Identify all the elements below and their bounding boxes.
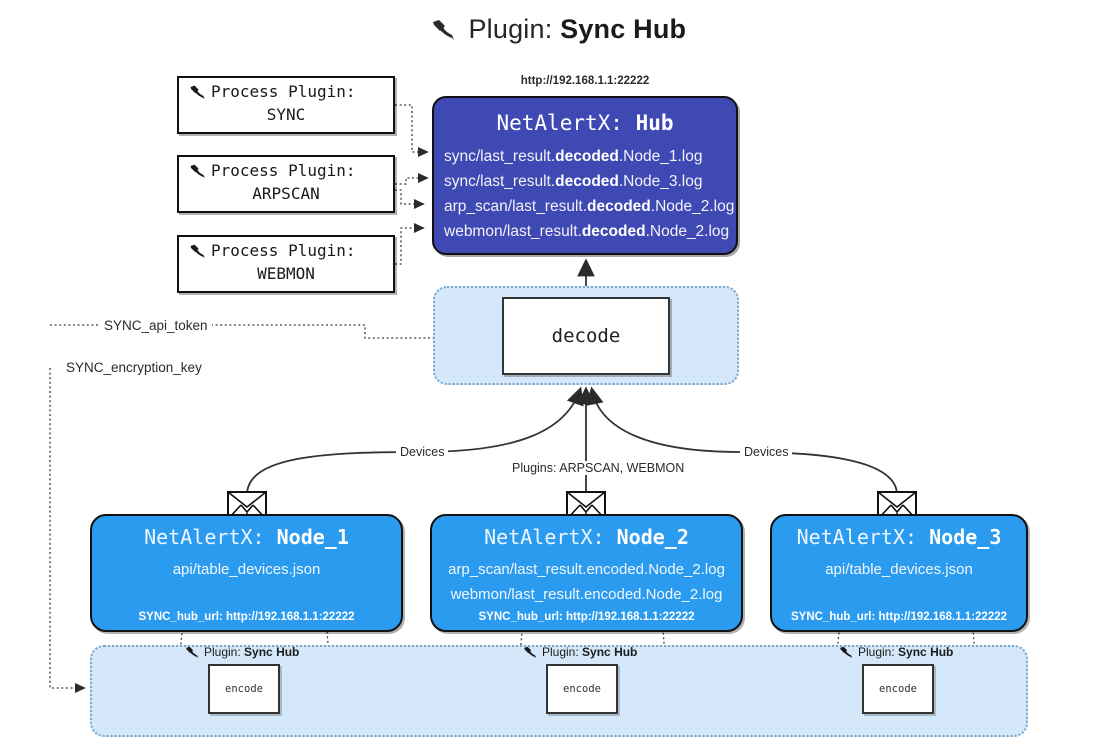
node-hub-url: SYNC_hub_url: http://192.168.1.1:22222 [790,611,1008,623]
node-hub-url: SYNC_hub_url: http://192.168.1.1:22222 [478,611,695,623]
page-title-name: Sync Hub [560,14,687,44]
key-label-api-token: SYNC_api_token [100,318,212,333]
node-title-prefix: NetAlertX: [484,525,605,549]
hub-box[interactable]: NetAlertX: Hub sync/last_result.decoded.… [432,96,738,255]
node-title-name: Node_1 [276,525,349,549]
hub-log-line: arp_scan/last_result.decoded.Node_2.log [434,194,736,219]
wire-label-center-plugins: Plugins: ARPSCAN, WEBMON [508,461,689,475]
wire-webmon-to-hub [395,222,425,265]
process-plugin-box-sync[interactable]: Process Plugin: SYNC [177,76,395,134]
node-title-prefix: NetAlertX: [796,525,918,549]
process-plugin-name: SYNC [266,105,306,124]
process-plugin-name: WEBMON [257,264,315,283]
node-title-name: Node_2 [616,525,689,549]
node-box-node-3[interactable]: NetAlertX: Node_3 api/table_devices.json… [770,514,1028,632]
plug-icon [839,646,854,662]
hub-log-line: sync/last_result.decoded.Node_3.log [434,169,736,194]
encoder-caption-prefix: Plugin: [204,645,241,659]
process-plugin-header: Process Plugin: [179,241,393,263]
key-label-encryption-key: SYNC_encryption_key [62,360,206,375]
plug-icon [189,164,207,183]
log-post: .Node_2.log [645,223,730,240]
node-hub-url: SYNC_hub_url: http://192.168.1.1:22222 [138,611,355,623]
wire-arpscan-to-hub [395,172,429,185]
log-pre: sync/last_result. [444,148,556,165]
log-mid: decoded [581,223,646,240]
node-line-list: api/table_devices.json [772,557,1026,582]
encode-box-node-3[interactable]: encode [862,664,934,714]
wire-label-right-devices: Devices [740,445,793,459]
log-pre: webmon/last_result. [444,223,582,240]
node-box-node-2[interactable]: NetAlertX: Node_2 arp_scan/last_result.e… [430,514,743,632]
node-box-node-1[interactable]: NetAlertX: Node_1 api/table_devices.json… [90,514,403,632]
node-title-name: Node_3 [929,525,1002,549]
encoder-caption-name: Sync Hub [582,645,638,659]
node-line: api/table_devices.json [825,561,973,578]
log-mid: decoded [555,148,619,165]
encoder-caption-prefix: Plugin: [542,645,579,659]
node-line: arp_scan/last_result.encoded.Node_2.log [448,561,725,578]
encode-box-node-2[interactable]: encode [546,664,618,714]
page-title-prefix: Plugin: [468,14,553,44]
node-line-list: arp_scan/last_result.encoded.Node_2.log … [432,557,741,607]
node-line: webmon/last_result.encoded.Node_2.log [450,586,723,603]
node-line-list: api/table_devices.json [92,557,401,582]
log-pre: sync/last_result. [444,173,556,190]
process-plugin-label: Process Plugin: [211,241,356,260]
hub-url-label: http://192.168.1.1:22222 [520,75,650,87]
process-plugin-label: Process Plugin: [211,161,356,180]
node-title: NetAlertX: Node_2 [432,525,741,549]
encoder-caption-prefix: Plugin: [858,645,895,659]
log-post: .Node_2.log [650,198,735,215]
log-post: .Node_3.log [618,173,703,190]
plug-icon [189,244,207,263]
encode-box-node-1[interactable]: encode [208,664,280,714]
process-plugin-header: Process Plugin: [179,161,393,183]
log-mid: decoded [555,173,619,190]
hub-log-line: sync/last_result.decoded.Node_1.log [434,144,736,169]
node-title: NetAlertX: Node_1 [92,525,401,549]
hub-title-prefix: NetAlertX: [496,111,623,135]
encoder-caption: Plugin: Sync Hub [839,645,953,662]
page-title: Plugin: Sync Hub [0,14,1117,48]
encoder-caption: Plugin: Sync Hub [523,645,637,662]
node-line: api/table_devices.json [172,561,321,578]
log-pre: arp_scan/last_result. [444,198,588,215]
decode-box[interactable]: decode [502,297,670,375]
wire-node3-to-decode [586,386,898,496]
node-title: NetAlertX: Node_3 [772,525,1026,549]
plug-icon [185,646,200,662]
hub-log-list: sync/last_result.decoded.Node_1.log sync… [434,144,736,244]
process-plugin-header: Process Plugin: [179,82,393,104]
hub-log-line: webmon/last_result.decoded.Node_2.log [434,219,736,244]
process-plugin-box-webmon[interactable]: Process Plugin: WEBMON [177,235,395,293]
wire-label-left-devices: Devices [396,445,449,459]
log-mid: decoded [587,198,651,215]
process-plugin-box-arpscan[interactable]: Process Plugin: ARPSCAN [177,155,395,213]
hub-title-name: Hub [635,111,674,135]
encoder-caption: Plugin: Sync Hub [185,645,299,662]
wire-arpscan-to-hub-2 [395,189,425,210]
plug-icon [431,17,457,48]
process-plugin-name: ARPSCAN [252,184,320,203]
wire-sync-to-hub [395,104,429,158]
wire-encryption-key-to-encoders [49,368,86,694]
encoder-caption-name: Sync Hub [244,645,300,659]
hub-title: NetAlertX: Hub [434,111,736,135]
process-plugin-label: Process Plugin: [211,82,356,101]
wire-node1-to-decode [246,386,584,496]
log-post: .Node_1.log [618,148,703,165]
encoder-caption-name: Sync Hub [898,645,954,659]
plug-icon [523,646,538,662]
plug-icon [189,85,207,104]
node-title-prefix: NetAlertX: [144,525,265,549]
